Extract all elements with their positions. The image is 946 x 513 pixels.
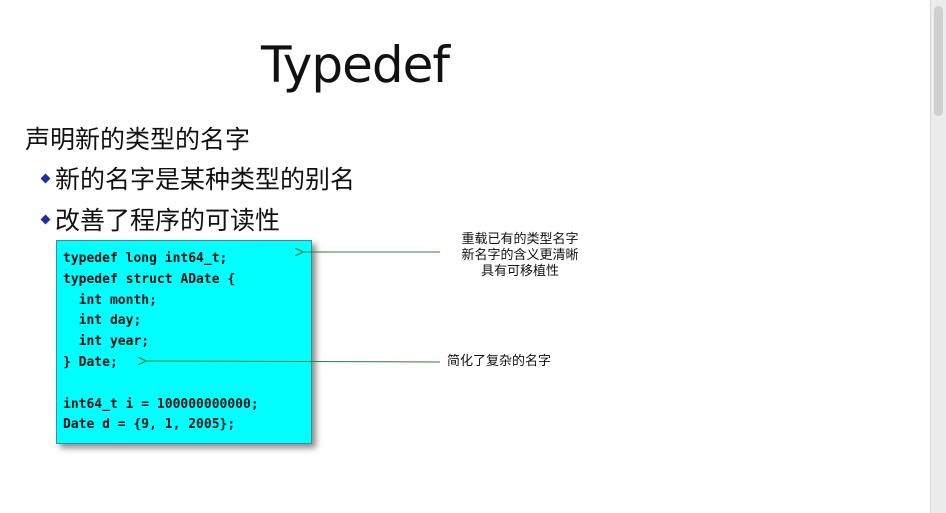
sub-point-1-text: 新的名字是某种类型的别名: [55, 165, 356, 194]
code-line-5: int year;: [63, 334, 150, 350]
code-block: typedef long int64_t; typedef struct ADa…: [56, 240, 312, 444]
annotation-typedef-benefits: 重载已有的类型名字 新名字的含义更清晰 具有可移植性: [445, 232, 595, 280]
code-line-6: } Date;: [63, 354, 118, 370]
scrollbar-thumb[interactable]: [934, 6, 943, 116]
code-line-2: typedef struct ADate {: [63, 271, 236, 287]
code-line-8: int64_t i = 100000000000;: [63, 396, 259, 412]
annotation-line-3: 具有可移植性: [480, 264, 559, 279]
diamond-bullet-icon: [40, 214, 51, 224]
slide-title: Typedef: [261, 36, 450, 94]
vertical-scrollbar[interactable]: [931, 0, 946, 513]
annotation-line-1: 重载已有的类型名字: [461, 232, 579, 247]
sub-point-2-text: 改善了程序的可读性: [55, 206, 281, 235]
code-line-9: Date d = {9, 1, 2005};: [63, 417, 236, 433]
code-line-1: typedef long int64_t;: [63, 251, 228, 266]
sub-point-2: 改善了程序的可读性: [40, 201, 280, 237]
main-point: 声明新的类型的名字: [25, 125, 251, 154]
code-line-3: int month;: [63, 292, 157, 308]
diamond-bullet-icon: [40, 173, 51, 183]
code-line-4: int day;: [63, 313, 142, 329]
code-line-7: [63, 374, 305, 395]
sub-point-1: 新的名字是某种类型的别名: [40, 160, 355, 196]
annotation-line-2: 新名字的含义更清晰: [461, 248, 579, 263]
annotation-simplify: 简化了复杂的名字: [447, 354, 552, 369]
